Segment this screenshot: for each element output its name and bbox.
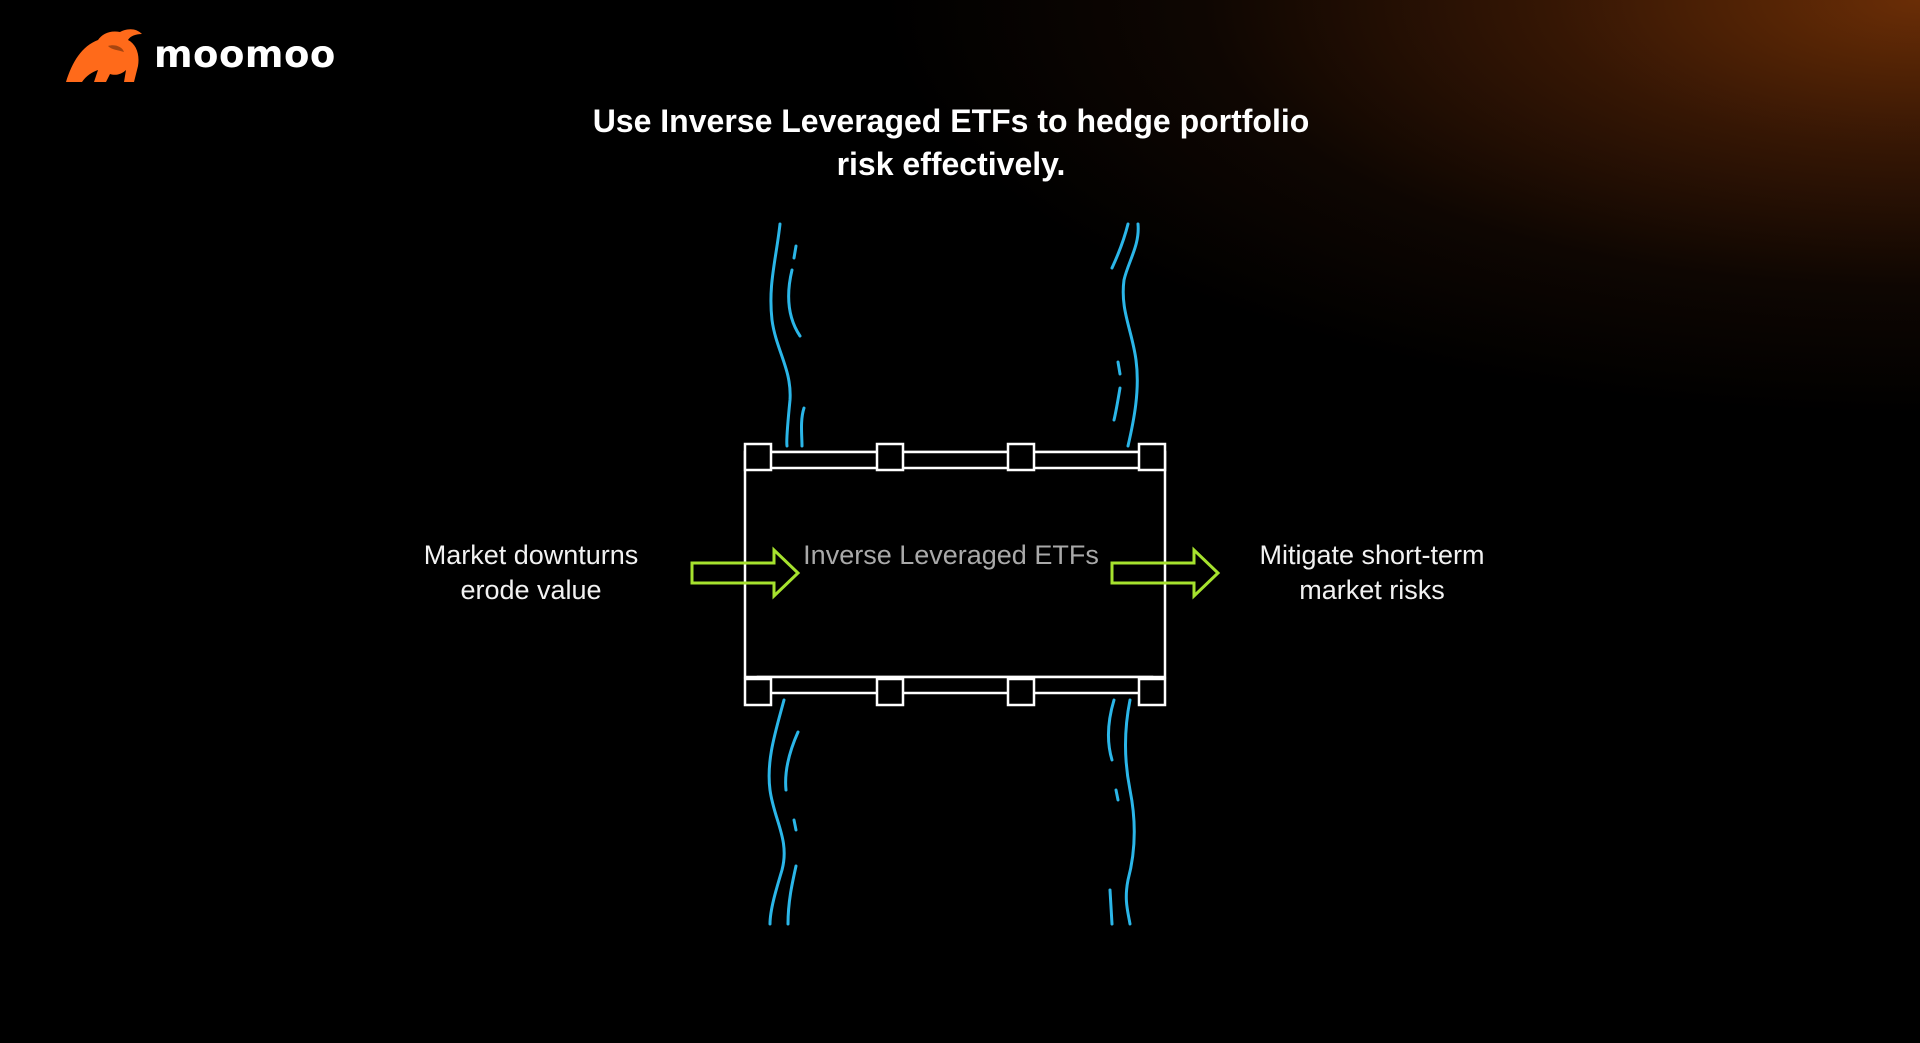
water-stream bbox=[1112, 360, 1122, 422]
flange bbox=[743, 442, 773, 472]
center-label: Inverse Leveraged ETFs bbox=[803, 540, 1099, 570]
pipe-box bbox=[743, 442, 1167, 707]
top-streams bbox=[769, 222, 1140, 448]
water-stream bbox=[1108, 698, 1136, 926]
bottom-streams bbox=[767, 698, 1136, 926]
flow-arrows bbox=[690, 546, 1221, 600]
brand-logo: moomoo bbox=[64, 26, 336, 84]
water-stream bbox=[769, 222, 792, 448]
page-title: Use Inverse Leveraged ETFs to hedge port… bbox=[592, 103, 1310, 182]
flange bbox=[1006, 442, 1036, 472]
bull-head-icon bbox=[66, 29, 142, 82]
flange bbox=[875, 442, 905, 472]
water-stream bbox=[784, 730, 800, 926]
arrow-right-icon bbox=[1110, 546, 1221, 600]
flange bbox=[875, 677, 905, 707]
flange bbox=[1137, 442, 1167, 472]
bottom-rail bbox=[756, 675, 1154, 695]
flange bbox=[743, 677, 773, 707]
output-label: Mitigate short-term market risks bbox=[1259, 540, 1485, 605]
water-stream bbox=[1106, 698, 1120, 802]
water-stream bbox=[767, 698, 786, 926]
water-stream bbox=[787, 244, 806, 448]
top-rail bbox=[756, 450, 1154, 470]
input-label: Market downturns erode value bbox=[423, 540, 639, 605]
flange bbox=[1137, 677, 1167, 707]
brand-name: moomoo bbox=[154, 33, 336, 76]
water-stream bbox=[1110, 222, 1140, 448]
arrow-right-icon bbox=[690, 546, 801, 600]
flange bbox=[1006, 677, 1036, 707]
